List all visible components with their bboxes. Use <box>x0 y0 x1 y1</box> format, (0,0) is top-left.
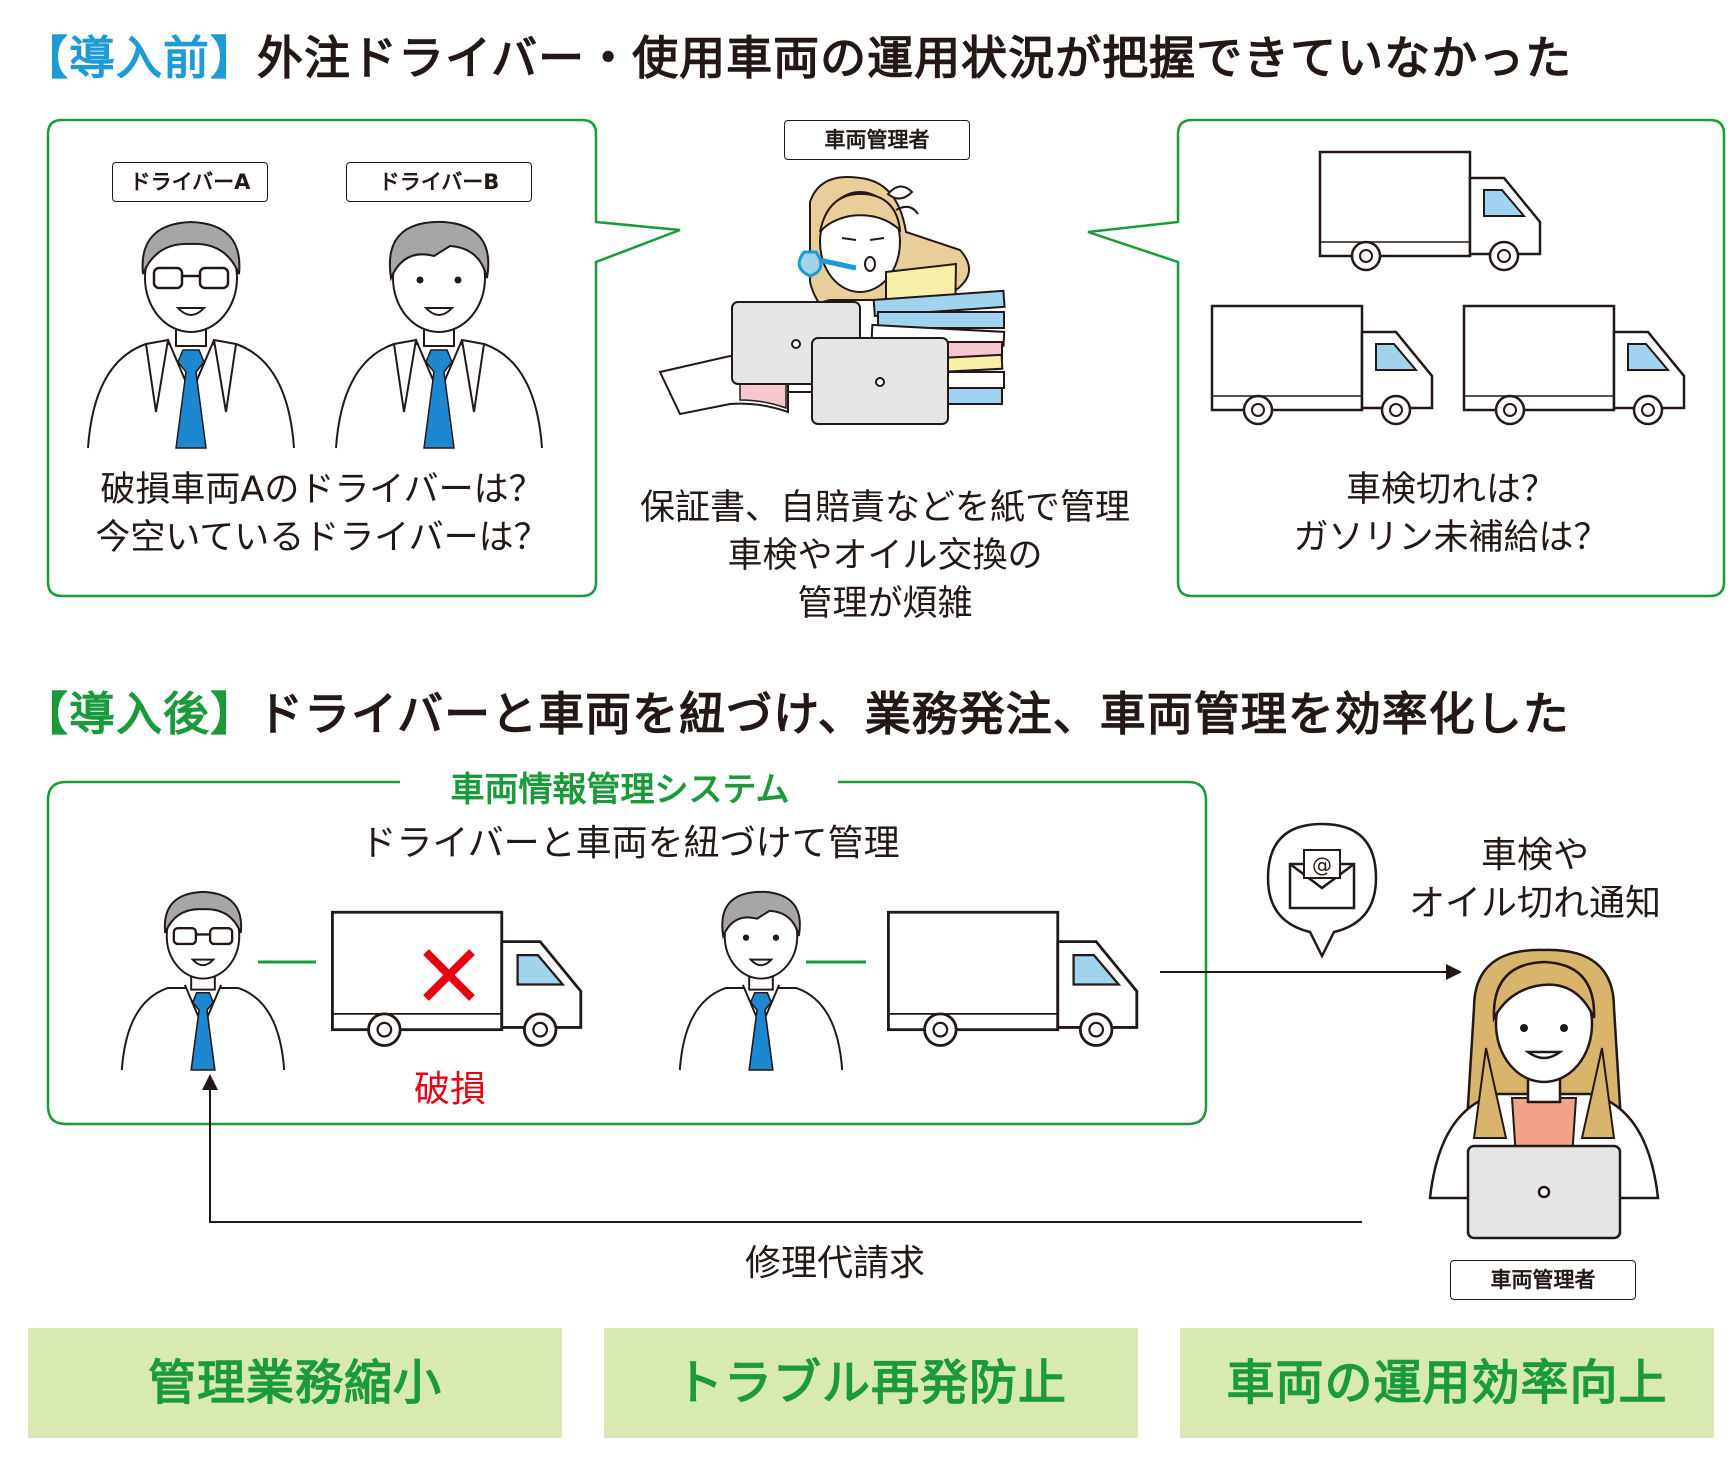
truck-icon-right <box>1462 304 1686 426</box>
right-speech-bubble <box>1087 118 1726 598</box>
system-box <box>46 780 1208 1126</box>
driver-b-tag: ドライバーB <box>346 162 532 202</box>
result-3: 車両の運用効率向上 <box>1180 1328 1714 1438</box>
before-heading: 【導入前】外注ドライバー・使用車両の運用状況が把握できていなかった <box>22 22 1572 88</box>
right-bubble-line2: ガソリン未補給は？ <box>1293 518 1609 558</box>
svg-text:@: @ <box>1312 853 1332 877</box>
notify-line1: 車検や <box>1480 835 1589 876</box>
left-bubble-line2: 今空いているドライバーは？ <box>95 518 549 558</box>
after-title: ドライバーと車両を紐づけ、業務発注、車両管理を効率化した <box>257 687 1570 741</box>
before-title: 外注ドライバー・使用車両の運用状況が把握できていなかった <box>257 31 1573 85</box>
system-title: 車両情報管理システム <box>450 770 790 810</box>
damaged-truck-icon <box>331 910 583 1047</box>
mail-icon: @ <box>1266 822 1378 959</box>
after-driver-a-businessman-icon <box>120 890 286 1071</box>
result-1: 管理業務縮小 <box>28 1328 562 1438</box>
before-bracket: 【導入前】 <box>22 31 257 85</box>
after-driver-b-businessman-icon <box>678 890 844 1071</box>
damage-label: 破損 <box>413 1069 486 1110</box>
center-line3: 管理が煩雑 <box>797 584 973 624</box>
after-laptop-icon <box>1466 1144 1622 1240</box>
before-laptop-icon <box>811 337 949 425</box>
before-manager-tag: 車両管理者 <box>784 120 970 160</box>
notify-line2: オイル切れ通知 <box>1408 883 1661 924</box>
left-bubble-line1: 破損車両Aのドライバーは？ <box>100 470 544 510</box>
right-bubble-line1: 車検切れは？ <box>1345 470 1556 510</box>
after-bracket: 【導入後】 <box>22 687 257 741</box>
center-line1: 保証書、自賠責などを紙で管理 <box>639 488 1130 528</box>
truck-icon-left <box>1210 304 1434 426</box>
left-speech-bubble <box>46 118 681 598</box>
system-subtitle: ドライバーと車両を紐づけて管理 <box>360 823 900 864</box>
center-line2: 車検やオイル交換の <box>727 536 1043 576</box>
result-2: トラブル再発防止 <box>604 1328 1138 1438</box>
repair-arrow <box>209 1088 1362 1223</box>
driver-b-businessman-icon <box>335 220 543 449</box>
driver-a-tag: ドライバーA <box>112 162 268 202</box>
repair-label: 修理代請求 <box>744 1243 925 1284</box>
after-truck-icon <box>887 910 1139 1047</box>
after-heading: 【導入後】ドライバーと車両を紐づけ、業務発注、車両管理を効率化した <box>22 678 1570 744</box>
driver-a-businessman-icon <box>87 220 295 449</box>
damage-x-icon <box>423 949 475 1001</box>
after-manager-tag: 車両管理者 <box>1450 1260 1636 1300</box>
truck-icon-top <box>1318 150 1542 272</box>
